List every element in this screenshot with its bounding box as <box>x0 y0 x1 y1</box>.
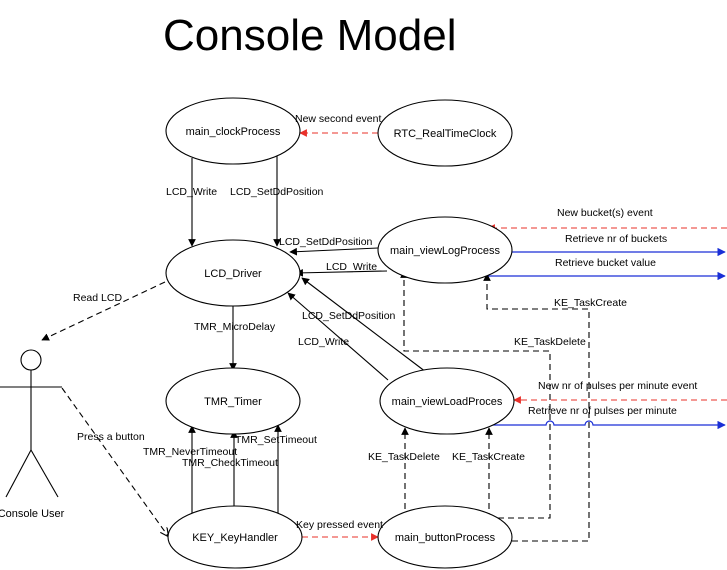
node-key-keyhandler: KEY_KeyHandler <box>167 505 303 569</box>
edge-press-button <box>61 387 168 536</box>
label-lcd-write-load: LCD_Write <box>298 336 349 348</box>
node-label-viewload: main_viewLoadProces <box>392 396 503 408</box>
label-ke-taskcreate-load: KE_TaskCreate <box>452 451 525 463</box>
label-tmr-microdelay: TMR_MicroDelay <box>194 321 276 333</box>
label-tmr-checktimeout: TMR_CheckTimeout <box>182 457 278 469</box>
label-retrieve-bucket-value: Retrieve bucket value <box>555 257 656 269</box>
label-ke-taskcreate-log: KE_TaskCreate <box>554 297 627 309</box>
edge-button-log-taskdelete <box>400 270 551 519</box>
label-lcd-write-clock: LCD_Write <box>166 186 217 198</box>
edge-log-lcd-write <box>295 268 388 277</box>
node-label-key: KEY_KeyHandler <box>192 532 278 544</box>
edge-button-log-taskcreate <box>483 273 590 542</box>
label-ke-taskdelete-log: KE_TaskDelete <box>514 336 586 348</box>
node-main-viewlogprocess: main_viewLogProcess <box>377 216 513 284</box>
label-lcd-setdd-log: LCD_SetDdPosition <box>279 236 373 248</box>
actor-left-leg <box>5 449 32 498</box>
label-read-lcd: Read LCD <box>73 292 122 304</box>
label-new-pulses-event: New nr of pulses per minute event <box>538 380 697 392</box>
node-label-lcd: LCD_Driver <box>204 268 262 280</box>
actor-right-leg <box>30 449 59 498</box>
label-tmr-settimeout: TMR_SetTimeout <box>235 434 317 446</box>
node-label-timer: TMR_Timer <box>204 396 262 408</box>
node-label-rtc: RTC_RealTimeClock <box>394 128 497 140</box>
node-main-clockprocess: main_clockProcess <box>165 97 301 165</box>
edge-load-lcd-setdd <box>287 292 389 381</box>
edge-retrieve-pulses <box>490 420 726 430</box>
label-retrieve-pulses: Retrieve nr of pulses per minute <box>528 405 677 417</box>
actor-head <box>20 349 42 371</box>
label-lcd-write-log: LCD_Write <box>326 261 377 273</box>
node-tmr-timer: TMR_Timer <box>165 367 301 435</box>
edge-read-lcd <box>41 281 166 341</box>
label-retrieve-nr-buckets: Retrieve nr of buckets <box>565 233 667 245</box>
label-lcd-setdd-load: LCD_SetDdPosition <box>302 310 396 322</box>
edge-load-lcd-write <box>301 277 427 373</box>
label-new-bucket-event: New bucket(s) event <box>557 207 653 219</box>
node-main-buttonprocess: main_buttonProcess <box>377 505 513 569</box>
node-label-viewlog: main_viewLogProcess <box>390 245 501 257</box>
node-main-viewloadproces: main_viewLoadProces <box>379 367 515 435</box>
label-new-second-event: New second event <box>295 113 381 125</box>
label-lcd-setdd-clock: LCD_SetDdPosition <box>230 186 324 198</box>
label-ke-taskdelete-load: KE_TaskDelete <box>368 451 440 463</box>
node-rtc-realtimeclock: RTC_RealTimeClock <box>377 99 513 167</box>
label-key-pressed-event: Key pressed event <box>296 519 383 531</box>
edge-log-lcd-setdd <box>289 247 379 256</box>
actor-console-user: Console User <box>0 349 65 520</box>
diagram-title: Console Model <box>163 11 457 60</box>
node-label-clock: main_clockProcess <box>186 126 281 138</box>
node-lcd-driver: LCD_Driver <box>165 239 301 307</box>
label-tmr-nevertimeout: TMR_NeverTimeout <box>143 446 237 458</box>
actor-label: Console User <box>0 508 65 520</box>
label-press-button: Press a button <box>77 431 145 443</box>
node-label-button: main_buttonProcess <box>395 532 496 544</box>
